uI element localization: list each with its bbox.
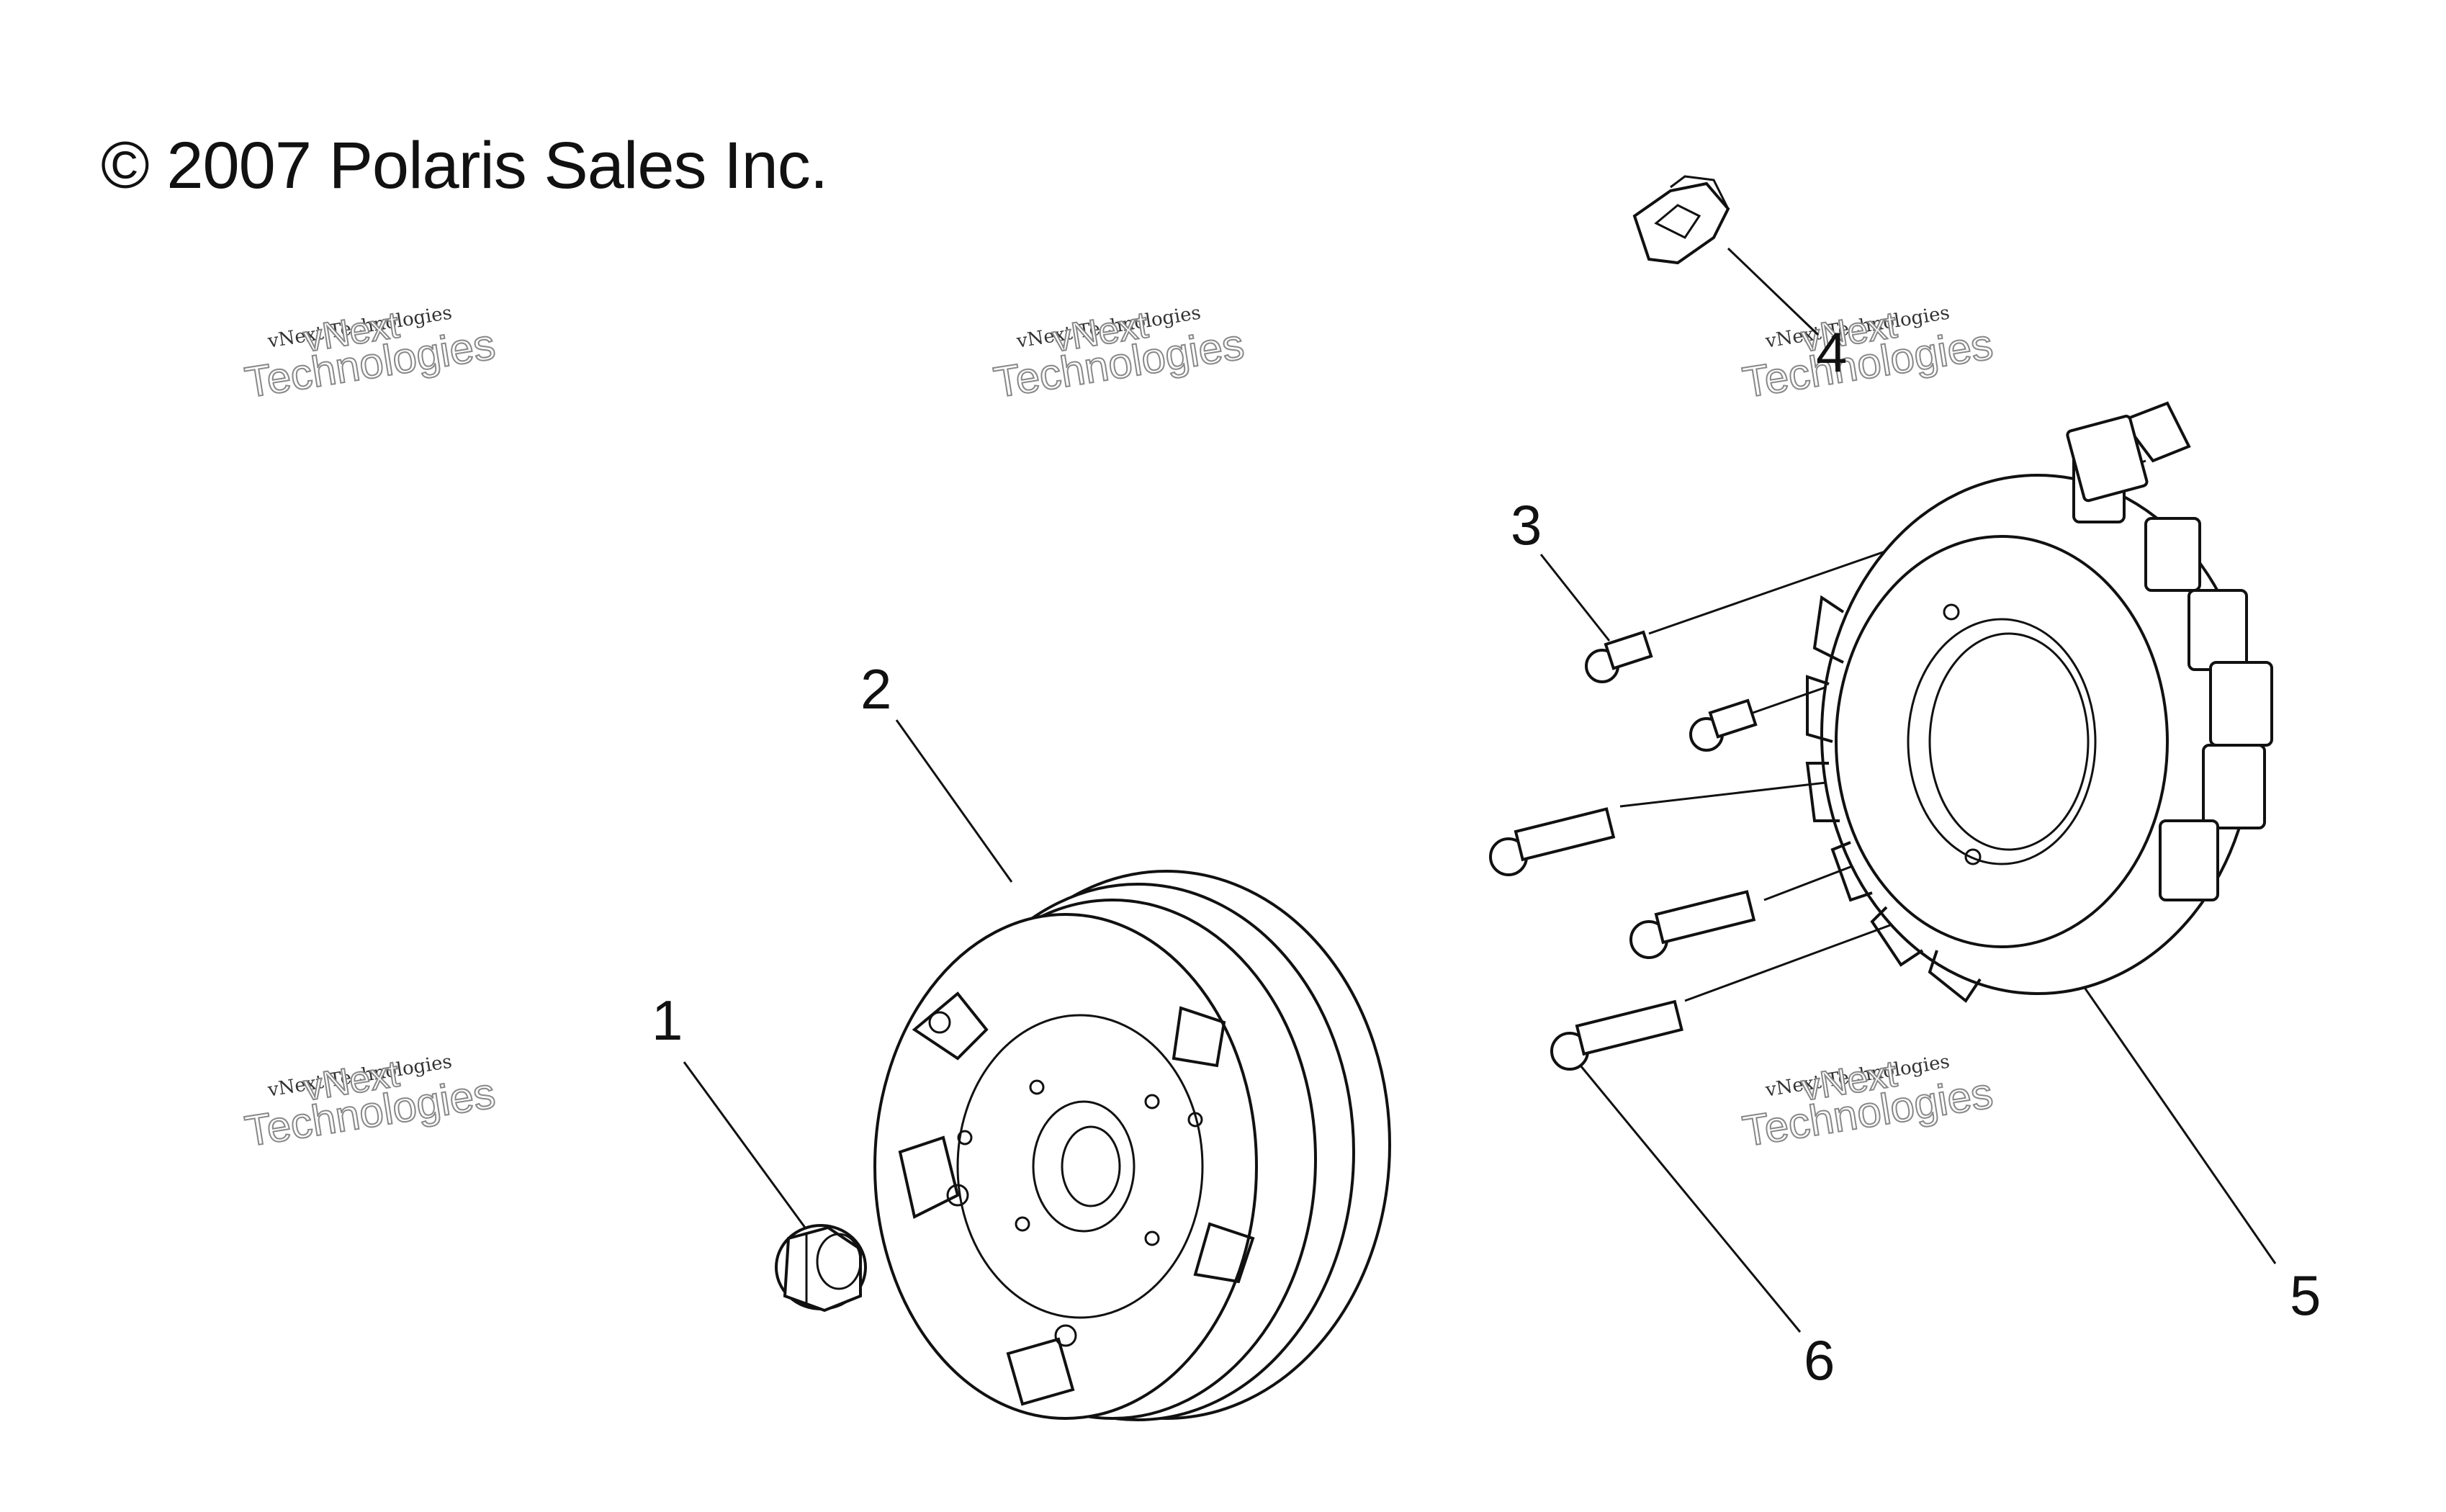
leader-line-3 bbox=[1539, 554, 1611, 642]
flange-nut bbox=[775, 1224, 867, 1313]
screw-short bbox=[1585, 630, 1653, 683]
callout-6: 6 bbox=[1804, 1328, 1835, 1392]
leader-line-1 bbox=[683, 1061, 822, 1250]
copyright-text: © 2007 Polaris Sales Inc. bbox=[101, 129, 828, 202]
leader-line-2 bbox=[895, 719, 1013, 883]
stator bbox=[1805, 401, 2273, 1003]
leader-line-5 bbox=[2072, 971, 2277, 1264]
leader-line-6 bbox=[1579, 1065, 1802, 1333]
leader-line-4 bbox=[1727, 247, 1820, 336]
screw-short bbox=[1689, 698, 1758, 752]
screw-long bbox=[1629, 890, 1756, 959]
callout-3: 3 bbox=[1511, 493, 1542, 557]
wire-clip bbox=[1632, 175, 1730, 265]
screw-long bbox=[1489, 807, 1616, 876]
callout-4: 4 bbox=[1816, 320, 1848, 384]
callout-5: 5 bbox=[2290, 1264, 2321, 1327]
callout-2: 2 bbox=[860, 657, 892, 721]
screw-long bbox=[1550, 999, 1683, 1071]
callout-1: 1 bbox=[652, 989, 683, 1052]
flywheel bbox=[873, 870, 1391, 1421]
